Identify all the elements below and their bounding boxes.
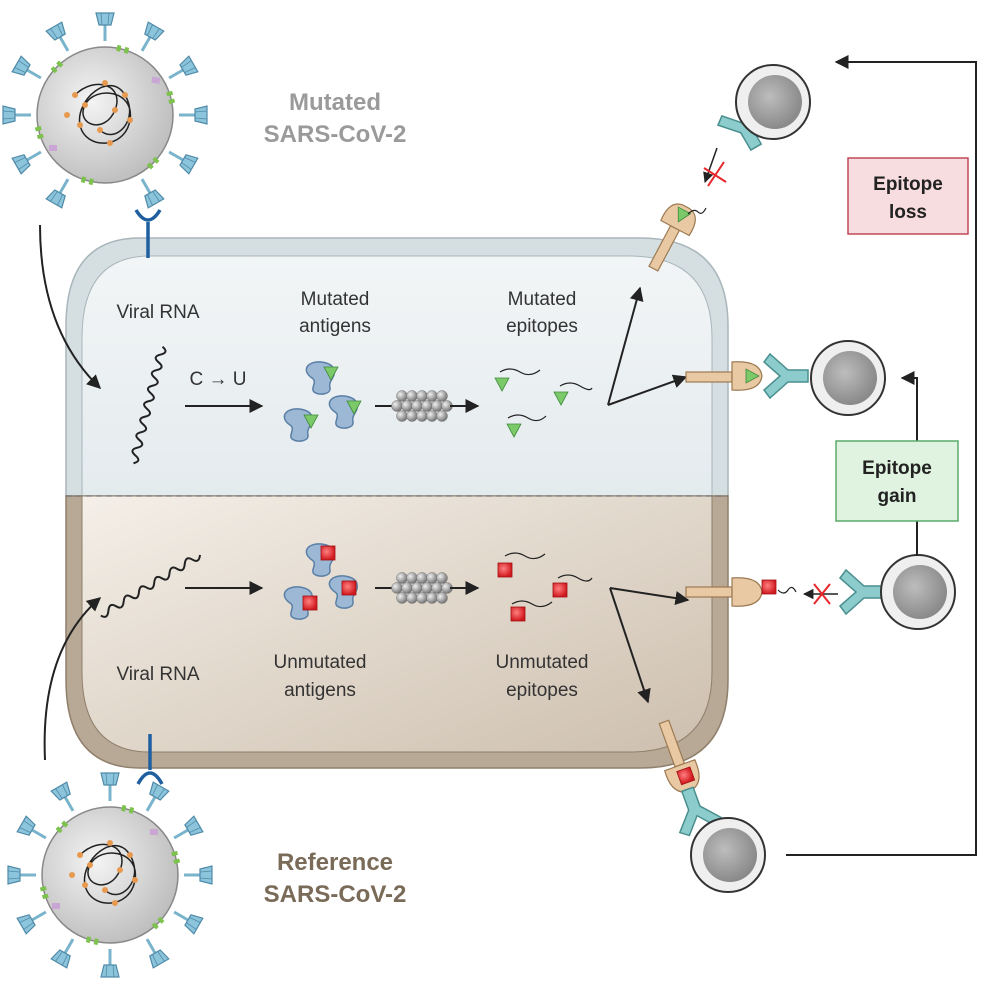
host-cell [65,237,729,769]
mutated-virus-title-2: SARS-CoV-2 [264,121,407,148]
immune-cell-bottom [690,817,766,893]
immune-cell-top [735,64,811,140]
proteasome-top [392,391,453,422]
unmutated-antigens-label-2: antigens [284,680,356,701]
immune-cell-middle [810,340,886,416]
mutated-virus [2,12,208,209]
entry-arrow-bottom [43,597,102,761]
mhc-top [648,203,696,272]
receptor-bottom [136,734,164,785]
mutated-virus-title-1: Mutated [289,89,381,116]
unmutated-epitopes-label-1: Unmutated [496,652,589,673]
epitope-gain-box: Epitope gain [835,440,959,522]
arrow-split-bottom-down [609,587,651,704]
mutated-antigens-label-2: antigens [299,316,371,337]
blocked-binding-middle [802,583,838,605]
proteasome-bottom [392,573,453,604]
reference-virus [7,772,213,978]
mutated-rna-strand [131,346,167,465]
mutated-epitopes-label-1: Mutated [508,289,577,310]
arrow-split-bottom [609,587,690,606]
blocked-binding-top [703,147,727,187]
mutated-antigens-label-1: Mutated [301,289,370,310]
epitope-gain-label-2: gain [877,486,916,507]
entry-arrow-top [39,224,102,389]
epitope-gain-label-1: Epitope [862,458,932,479]
receptor-top [134,209,162,258]
unmutated-antigens-label-1: Unmutated [274,652,367,673]
epitope-loss-label-1: Epitope [873,174,943,195]
unmutated-epitopes [497,552,593,622]
epitope-loss-box: Epitope loss [847,157,969,235]
immune-cell-lower [880,554,956,630]
epitope-loss-label-2: loss [889,202,927,223]
mutated-epitopes-label-2: epitopes [506,316,578,337]
mutated-epitopes [494,368,593,438]
unmutated-rna-strand [100,554,201,618]
antibody-middle [763,353,809,399]
transition-label: C → U [190,369,247,390]
mhc-lower [685,577,777,607]
reference-virus-title-2: SARS-CoV-2 [264,881,407,908]
reference-virus-title-1: Reference [277,849,393,876]
unmutated-epitopes-label-2: epitopes [506,680,578,701]
unmutated-rna-label: Viral RNA [116,664,199,685]
mutated-rna-label: Viral RNA [116,302,199,323]
mhc-middle [685,361,763,391]
feedback-loop [786,55,977,856]
arrow-split-top [607,286,644,406]
arrow-split-top-right [607,374,688,406]
antibody-lower [839,569,885,615]
